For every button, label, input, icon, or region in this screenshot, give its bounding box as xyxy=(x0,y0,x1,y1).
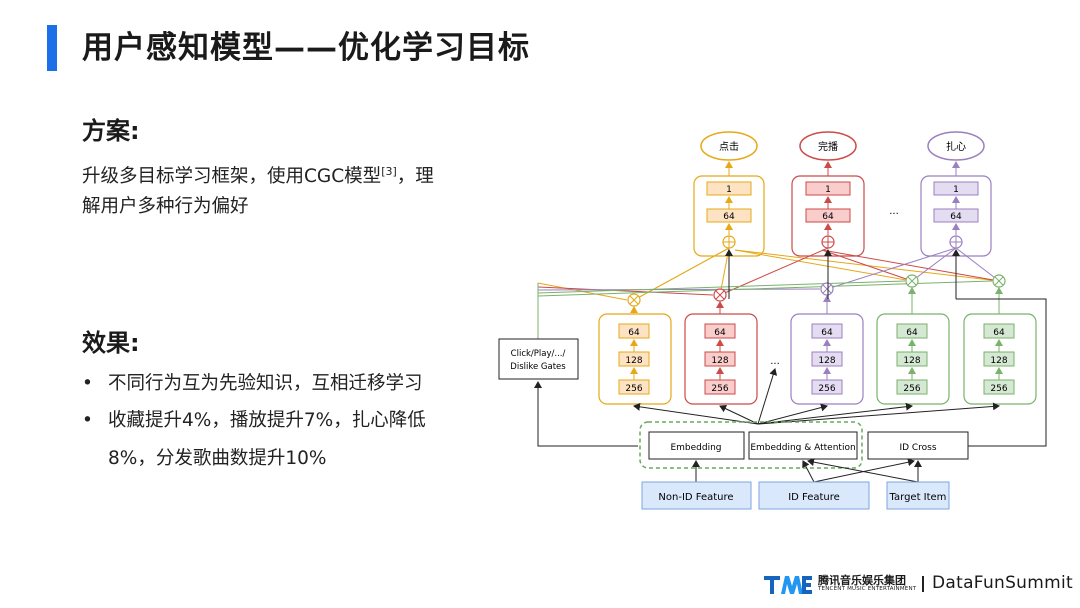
feature-id: ID Feature xyxy=(758,481,870,510)
tower-layer-label: 1 xyxy=(953,185,959,195)
slide-title: 用户感知模型——优化学习目标 xyxy=(82,30,530,66)
gate-node-green xyxy=(905,274,919,288)
embedding-attention-box: Embedding & Attention xyxy=(748,431,858,460)
expert-layer-label: 256 xyxy=(903,384,920,394)
bullet-marker: • xyxy=(82,373,93,394)
footer-company-cn: 腾讯音乐娱乐集团 xyxy=(818,574,906,587)
tower-click: 1 64 xyxy=(693,175,765,257)
tower-layer-label: 64 xyxy=(723,212,735,222)
embedding-label: Embedding xyxy=(670,443,721,453)
tower-layer-label: 64 xyxy=(822,212,834,222)
expert-layer-label: 128 xyxy=(903,356,920,366)
bullet-text-continued: 8%，分发歌曲数提升10% xyxy=(108,448,327,469)
expert-layer-label: 64 xyxy=(906,328,918,338)
tower-layer-label: 1 xyxy=(825,185,831,195)
effect-heading: 效果: xyxy=(82,329,140,357)
embedding-to-expert-arrows xyxy=(534,298,1047,447)
feature-arrows xyxy=(692,458,922,483)
plan-line1-end: ，理 xyxy=(396,166,434,188)
plan-text-line2: 解用户多种行为偏好 xyxy=(82,196,249,217)
expert-layer-label: 128 xyxy=(818,356,835,366)
plan-text-line1: 升级多目标学习框架，使用CGC模型[3]，理 xyxy=(82,154,434,194)
expert-layer-label: 128 xyxy=(711,356,728,366)
output-node-dislike: 扎心 xyxy=(927,131,985,161)
output-node-complete: 完播 xyxy=(799,131,857,161)
footer-company-en: TENCENT MUSIC ENTERTAINMENT xyxy=(818,586,917,592)
output-label: 扎心 xyxy=(946,140,966,153)
embedding-label: ID Cross xyxy=(899,443,936,453)
expert-layer-label: 256 xyxy=(625,384,642,394)
footer-event-name: DataFunSummit xyxy=(932,573,1073,593)
feature-label: ID Feature xyxy=(788,492,840,503)
gates-label-line1: Click/Play/.../ xyxy=(511,349,566,359)
output-label: 完播 xyxy=(818,140,838,153)
expert-layer-label: 128 xyxy=(990,356,1007,366)
embedding-group xyxy=(639,421,863,469)
tower-ellipsis: ... xyxy=(889,206,899,217)
expert-ellipsis: ... xyxy=(770,356,780,367)
title-accent-bar xyxy=(47,25,57,71)
plan-reference: [3] xyxy=(381,165,397,178)
expert-green: 64 128 256 xyxy=(963,313,1037,405)
bullet-text: 收藏提升4%，播放提升7%，扎心降低 xyxy=(108,410,426,431)
expert-orange: 64 128 256 xyxy=(598,313,672,405)
expert-layer-label: 128 xyxy=(625,356,642,366)
embedding-box: Embedding xyxy=(648,431,745,460)
feature-non-id: Non-ID Feature xyxy=(641,481,752,510)
gate-node-green xyxy=(992,274,1006,288)
expert-layer-label: 64 xyxy=(993,328,1005,338)
gate-node-red xyxy=(713,288,727,302)
tme-logo-icon xyxy=(764,576,812,594)
feature-label: Target Item xyxy=(889,492,947,503)
bullet-marker: • xyxy=(82,410,93,431)
tower-layer-label: 64 xyxy=(950,212,962,222)
expert-layer-label: 64 xyxy=(714,328,726,338)
expert-layer-label: 256 xyxy=(818,384,835,394)
id-cross-box: ID Cross xyxy=(867,431,969,460)
gates-box: Click/Play/.../ Dislike Gates xyxy=(498,338,579,380)
embedding-label: Embedding & Attention xyxy=(750,443,855,453)
expert-purple: 64 128 256 xyxy=(790,313,864,405)
expert-layer-label: 256 xyxy=(711,384,728,394)
plan-heading: 方案: xyxy=(82,117,140,145)
tower-layer-label: 1 xyxy=(726,185,732,195)
output-label: 点击 xyxy=(719,141,739,153)
feature-label: Non-ID Feature xyxy=(658,492,733,503)
expert-green: 64 128 256 xyxy=(876,313,950,405)
gates-label-line2: Dislike Gates xyxy=(510,362,566,372)
expert-layer-label: 64 xyxy=(628,328,640,338)
feature-target-item: Target Item xyxy=(886,481,950,510)
expert-red: 64 128 256 xyxy=(684,313,758,405)
bullet-text: 不同行为互为先验知识，互相迁移学习 xyxy=(108,373,423,394)
gate-node-purple xyxy=(820,282,834,296)
tower-complete: 1 64 xyxy=(791,175,865,257)
plan-line1: 升级多目标学习框架，使用CGC模型 xyxy=(82,166,382,188)
expert-layer-label: 64 xyxy=(821,328,833,338)
expert-layer-label: 256 xyxy=(990,384,1007,394)
output-node-click: 点击 xyxy=(700,131,758,161)
gate-node-orange xyxy=(627,293,641,307)
cgc-architecture-diagram: 点击 完播 扎心 1 64 1 64 ... 1 xyxy=(498,131,1047,510)
footer-separator xyxy=(922,576,924,592)
tower-dislike: 1 64 xyxy=(920,175,992,257)
